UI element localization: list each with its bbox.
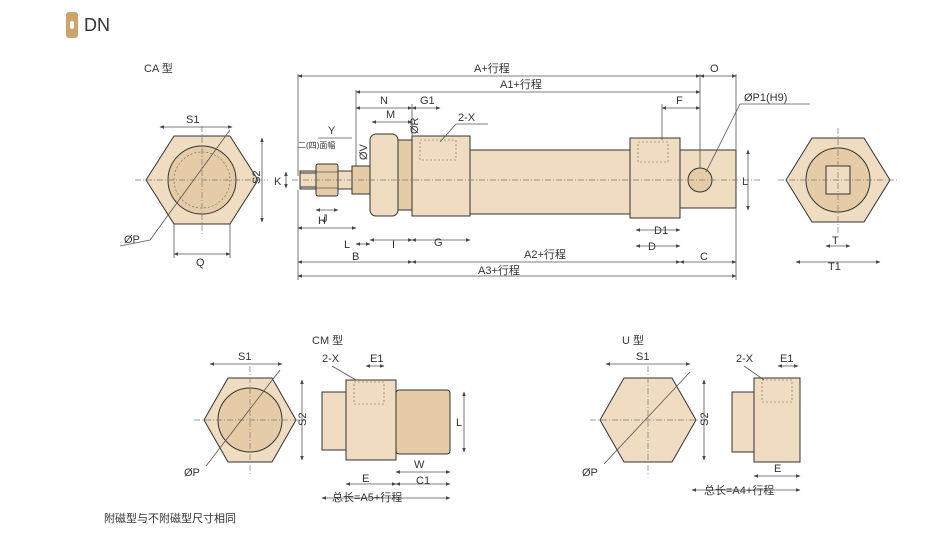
cylinder-barrel <box>469 149 631 215</box>
dim-i: I <box>392 239 395 251</box>
rear-end-view: T T1 <box>778 128 898 273</box>
dim-o: O <box>710 63 719 75</box>
dim-t: T <box>832 235 839 247</box>
dim-f: F <box>676 95 683 107</box>
dim-u-a4: 总长=A4+行程 <box>704 483 774 497</box>
u-cover <box>753 377 801 463</box>
dim-n: N <box>380 95 388 107</box>
dim-k: K <box>274 176 282 188</box>
main-side-view: A+行程 O A1+行程 N G1 M 2-X F ØP1(H9) Y 二(四)… <box>274 62 810 280</box>
dim-l-small: L <box>344 239 350 251</box>
dim-cm-2x: 2-X <box>322 353 340 365</box>
dim-u-2x: 2-X <box>736 353 754 365</box>
dim-cm-e: E <box>362 473 369 485</box>
dim-l: L <box>742 176 748 188</box>
dim-p: ØP <box>124 234 140 246</box>
u-view: U 型 S1 S2 ØP 2-X E1 E 总长=A4+行程 <box>582 333 801 497</box>
dim-r: ØR <box>409 117 421 134</box>
section-title: DN <box>84 14 110 35</box>
dim-cm-p: ØP <box>184 467 200 479</box>
section-marker-icon <box>66 12 78 38</box>
dim-d1: D1 <box>654 225 668 237</box>
dim-cm-e1: E1 <box>370 353 383 365</box>
dim-j: J <box>322 213 328 225</box>
dim-cm-s1: S1 <box>238 351 251 363</box>
dim-a3: A3+行程 <box>478 264 520 277</box>
rear-cover <box>629 137 681 219</box>
ca-front-view: CA 型 S1 S2 Q ØP <box>119 61 268 269</box>
dim-u-p: ØP <box>582 467 598 479</box>
dim-g: G <box>434 237 443 249</box>
dim-cm-w: W <box>414 459 425 471</box>
dim-h: H <box>318 215 326 227</box>
u-view-title: U 型 <box>622 333 644 347</box>
footer-note: 附磁型与不附磁型尺寸相同 <box>104 513 236 525</box>
cm-body-stub <box>321 391 347 451</box>
section-header: DN <box>66 12 110 38</box>
dim-t1: T1 <box>828 261 841 273</box>
dim-u-s1: S1 <box>636 351 649 363</box>
dim-a1: A1+行程 <box>500 78 542 91</box>
dim-cm-s2: S2 <box>297 413 309 426</box>
dim-u-s2: S2 <box>699 413 711 426</box>
dim-s2: S2 <box>251 171 263 184</box>
dim-cm-l: L <box>456 417 462 429</box>
wrench-flats-label: 二(四)面幅 <box>298 140 335 150</box>
dim-cm-a5: 总长=A5+行程 <box>332 490 402 504</box>
dim-p1: ØP1(H9) <box>744 92 787 104</box>
dim-u-e: E <box>774 463 781 475</box>
front-cover-nut <box>369 133 399 217</box>
front-cover <box>411 135 471 217</box>
dim-a: A+行程 <box>474 62 510 75</box>
ca-view-title: CA 型 <box>144 61 173 75</box>
dim-q: Q <box>196 257 205 269</box>
dim-g1: G1 <box>420 95 435 107</box>
dim-u-e1: E1 <box>780 353 793 365</box>
cm-view-title: CM 型 <box>312 333 343 347</box>
cm-view: CM 型 S1 S2 ØP 2-X E1 L W E C1 总长=A5+行程 <box>184 333 466 504</box>
dim-s1: S1 <box>186 114 199 126</box>
dim-a2: A2+行程 <box>524 248 566 261</box>
front-cover-flange <box>397 139 413 211</box>
dim-2x: 2-X <box>458 112 476 124</box>
dim-d: D <box>648 241 656 253</box>
dim-c: C <box>700 251 708 263</box>
dim-v: ØV <box>358 143 370 160</box>
dim-cm-c1: C1 <box>416 475 430 487</box>
dim-b: B <box>352 251 359 263</box>
u-body-stub <box>731 391 755 453</box>
cm-cover <box>345 379 397 461</box>
cm-threaded-boss <box>395 389 451 455</box>
dim-y: Y <box>328 125 336 137</box>
dim-m: M <box>386 109 395 121</box>
